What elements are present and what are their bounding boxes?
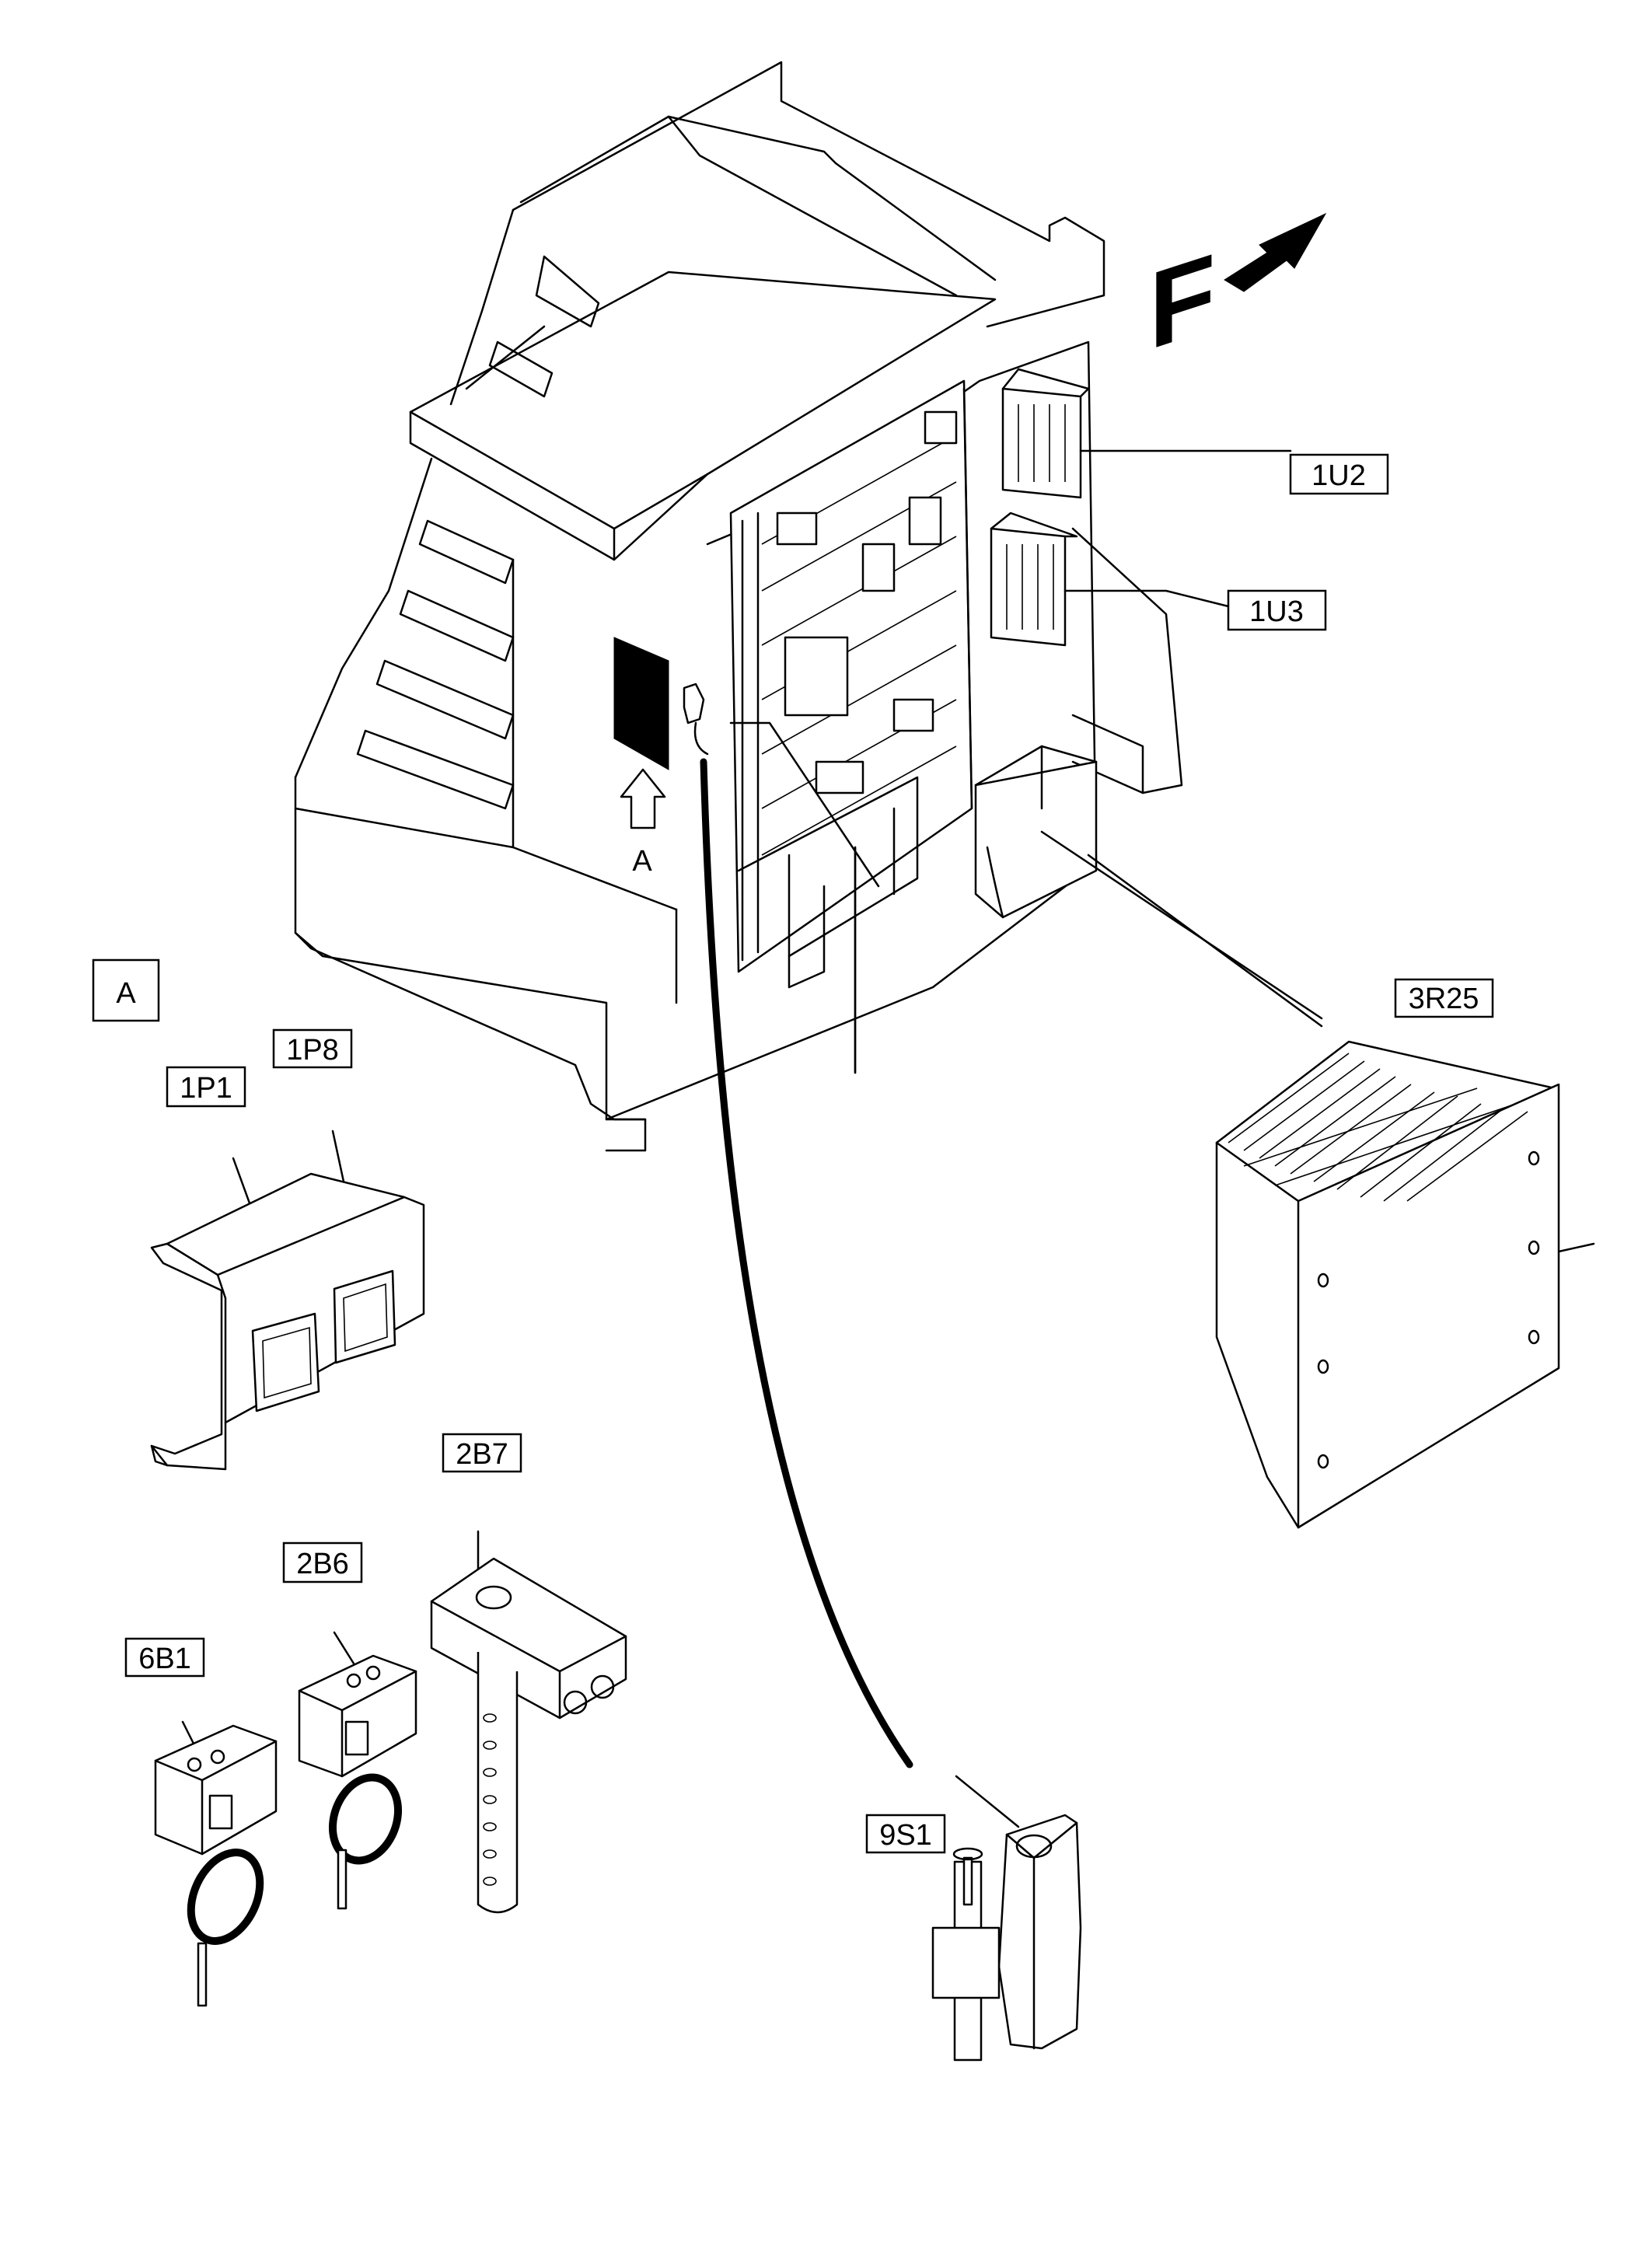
electrical-cabinet: [729, 379, 973, 1074]
label-2b7-text: 2B7: [456, 1438, 508, 1471]
gauge-panel: [150, 1172, 425, 1471]
mounting-hole: [1317, 1454, 1329, 1469]
cable-gland: [590, 1674, 615, 1699]
direction-label: F: [1149, 230, 1216, 373]
cable-to-9s1: [700, 758, 913, 1768]
label-3r25: 3R25: [1394, 978, 1494, 1018]
label-9s1-text: 9S1: [879, 1819, 932, 1852]
label-1u3-text: 1U3: [1249, 595, 1304, 628]
resistor-3r25: [1215, 1040, 1560, 1529]
mounting-hole: [1528, 1329, 1540, 1345]
switch-6b1: [154, 1724, 278, 2007]
label-1u2: 1U2: [1289, 453, 1389, 495]
label-1p1-text: 1P1: [180, 1072, 232, 1105]
switch-9s1: [931, 1814, 1082, 2062]
mounting-hole: [1317, 1359, 1329, 1374]
label-6b1: 6B1: [124, 1637, 205, 1678]
label-6b1-text: 6B1: [138, 1643, 191, 1675]
label-1p8-text: 1P8: [286, 1034, 339, 1067]
label-1p1: 1P1: [166, 1066, 246, 1108]
callout-labels: A 1U2 1U3 3R25 1P1 1P8 2B7 2B6: [92, 453, 1494, 1854]
module-1u3: [990, 512, 1078, 647]
relay-modules: [776, 410, 958, 794]
label-2b6: 2B6: [282, 1541, 363, 1583]
label-1u3: 1U3: [1227, 589, 1327, 631]
label-3r25-text: 3R25: [1409, 983, 1479, 1015]
label-1u2-text: 1U2: [1311, 459, 1366, 492]
view-a-arrow: A: [620, 768, 666, 878]
module-1u2: [1001, 368, 1090, 499]
gauge-1p8: [333, 1269, 396, 1364]
view-plate: [613, 637, 669, 770]
label-2b6-text: 2B6: [296, 1548, 349, 1580]
wall-sensor-icon: [683, 683, 705, 724]
machine-housing: [294, 61, 1183, 1152]
cap-opening: [475, 1585, 512, 1610]
label-9s1: 9S1: [865, 1814, 946, 1854]
view-marker: A: [92, 958, 160, 1022]
direction-marker: F: [1149, 212, 1327, 373]
forward-arrow-icon: [1224, 212, 1327, 292]
mounting-hole: [1317, 1273, 1329, 1288]
mounting-hole: [1528, 1150, 1540, 1166]
resistor-box-on-machine: [974, 745, 1098, 919]
switch-2b6: [298, 1654, 417, 1910]
sensor-2b7: [430, 1557, 627, 1914]
view-arrow-label: A: [632, 845, 652, 878]
cable-gland: [563, 1690, 588, 1715]
view-marker-letter: A: [116, 977, 136, 1010]
mounting-hole: [1528, 1240, 1540, 1255]
resistor-grid: [1228, 1053, 1528, 1202]
gauge-1p1: [251, 1312, 320, 1412]
plunger-icon: [952, 1847, 983, 1861]
label-1p8: 1P8: [272, 1028, 353, 1069]
label-2b7: 2B7: [442, 1433, 522, 1473]
